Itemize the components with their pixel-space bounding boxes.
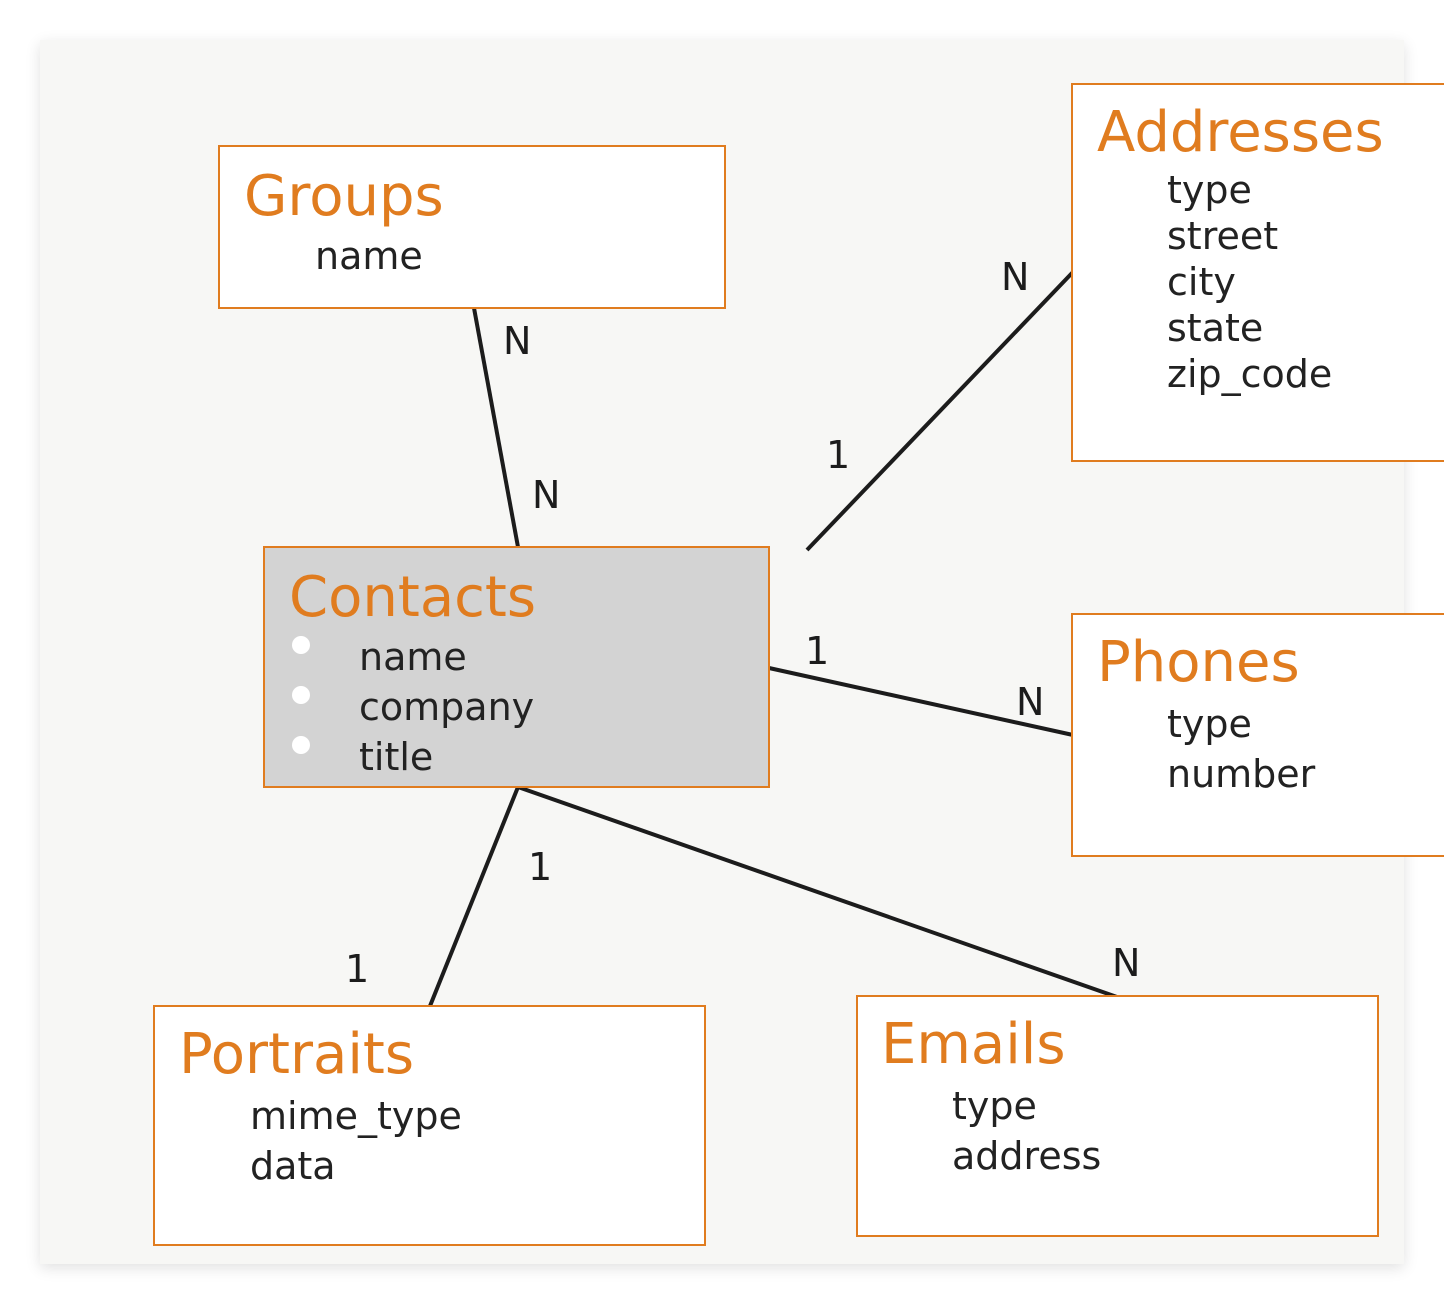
cardinality-label: 1	[528, 845, 553, 889]
entity-addresses: Addresses type street city state zip_cod…	[1071, 83, 1444, 462]
attribute-item: type	[1167, 702, 1252, 746]
attribute-item: data	[250, 1144, 336, 1188]
attribute-item: state	[1167, 306, 1264, 350]
cardinality-label: 1	[345, 947, 370, 991]
attribute-item: type	[952, 1084, 1037, 1128]
cardinality-label: N	[532, 473, 561, 517]
link-contacts-emails	[517, 785, 1118, 999]
cardinality-label: 1	[826, 433, 851, 477]
entity-portraits: Portraits mime_type data	[153, 1005, 706, 1246]
link-contacts-portraits	[428, 786, 520, 1007]
attribute-item: address	[952, 1134, 1102, 1178]
attribute-item: mime_type	[250, 1094, 462, 1138]
entity-title: Contacts	[289, 565, 537, 630]
bullet-dot	[292, 686, 310, 704]
link-contacts-addresses	[805, 270, 1075, 552]
attribute-list: type street city state zip_code	[1167, 167, 1332, 397]
attribute-list: mime_type data	[250, 1091, 462, 1191]
entity-title: Portraits	[179, 1022, 415, 1087]
attribute-list: type address	[952, 1081, 1101, 1181]
attribute-item: title	[359, 735, 434, 779]
cardinality-label: 1	[805, 629, 830, 673]
entity-emails: Emails type address	[856, 995, 1379, 1237]
attribute-item: type	[1167, 168, 1252, 212]
cardinality-label: N	[1112, 941, 1141, 985]
bullet-dot	[292, 736, 310, 754]
entity-title: Phones	[1097, 630, 1300, 695]
entity-phones: Phones type number	[1071, 613, 1444, 857]
attribute-item: street	[1167, 214, 1279, 258]
bullet-dot	[292, 636, 310, 654]
attribute-item: zip_code	[1167, 352, 1333, 396]
attribute-item: number	[1167, 752, 1316, 796]
attribute-item: name	[315, 234, 423, 278]
link-groups-contacts	[472, 307, 520, 548]
attribute-list: type number	[1167, 699, 1315, 799]
cardinality-label: N	[503, 319, 532, 363]
attribute-item: city	[1167, 260, 1236, 304]
attribute-list: name company title	[359, 632, 534, 782]
entity-title: Emails	[881, 1012, 1066, 1077]
entity-groups: Groups name	[218, 145, 726, 309]
cardinality-label: N	[1001, 255, 1030, 299]
attribute-list: name	[315, 233, 423, 279]
entity-title: Groups	[244, 164, 444, 229]
attribute-item: name	[359, 635, 467, 679]
entity-contacts: Contacts name company title	[263, 546, 770, 788]
cardinality-label: N	[1016, 680, 1045, 724]
entity-title: Addresses	[1097, 100, 1384, 165]
link-contacts-phones	[768, 666, 1074, 737]
attribute-item: company	[359, 685, 535, 729]
